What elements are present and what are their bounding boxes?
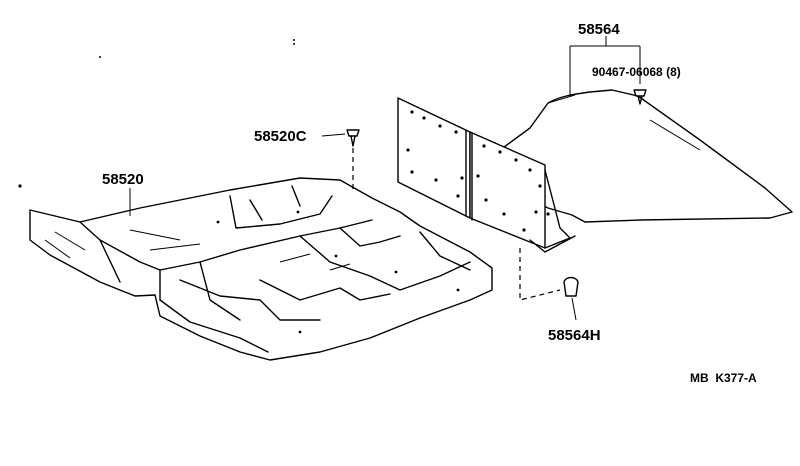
clip-90467 [633,89,647,105]
scan-marks [18,39,295,188]
label-58520C: 58520C [254,128,307,145]
front-carpet-58520 [29,177,493,361]
fastener-58564H [519,248,579,321]
label-58520: 58520 [102,171,144,188]
label-58564: 58564 [578,21,620,38]
label-90467: 90467-06068 (8) [592,65,681,79]
leader-58564 [569,36,641,95]
clip-58520C [321,129,360,192]
label-58564H: 58564H [548,327,601,344]
diagram-code: MB K377-A [690,371,757,385]
seatback-panel [397,97,576,253]
